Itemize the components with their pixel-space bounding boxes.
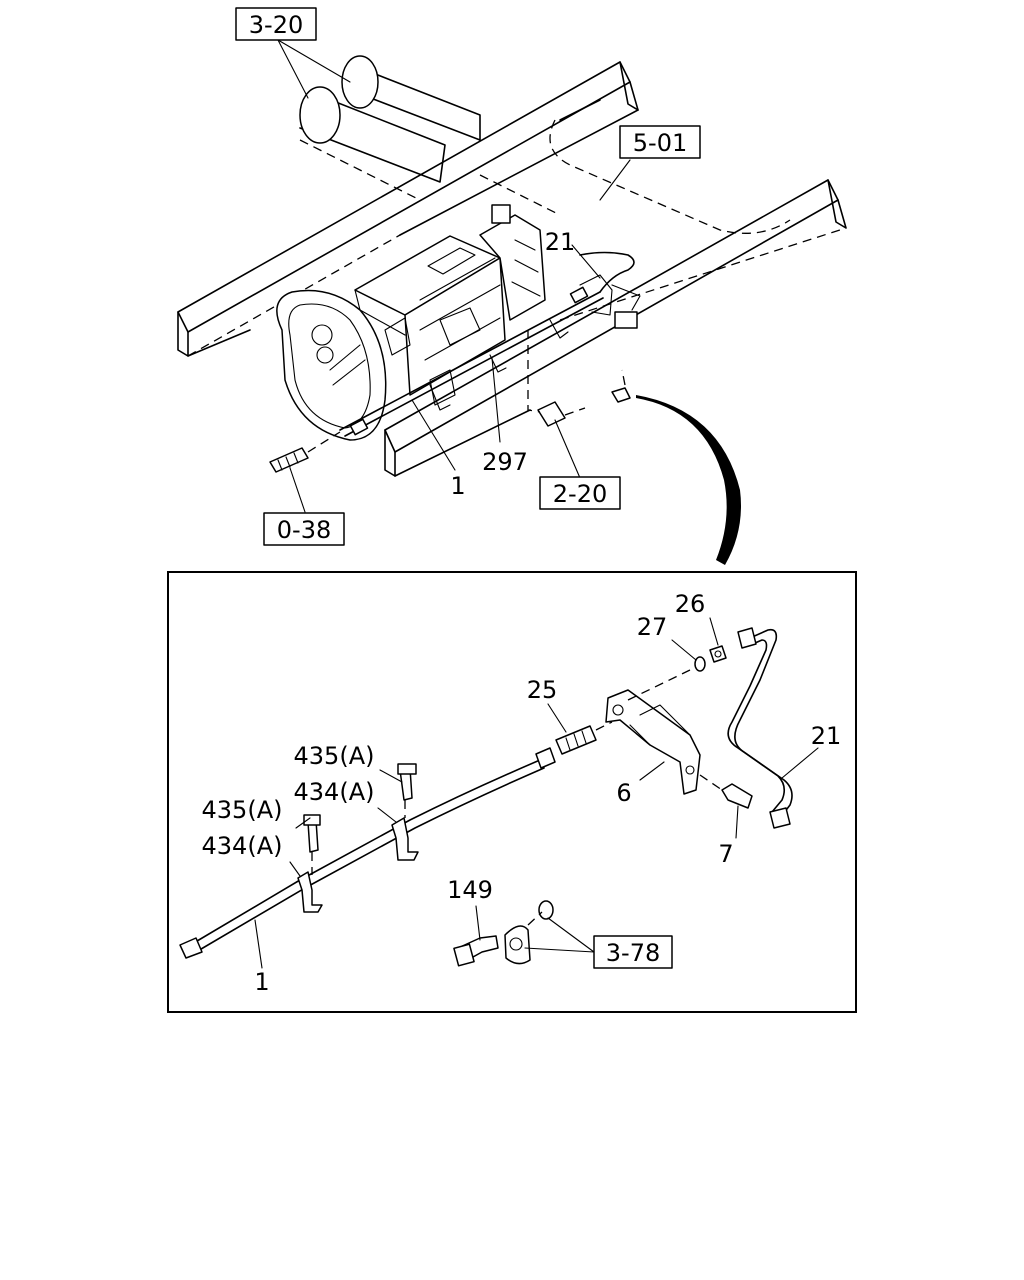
callout-1: 1	[254, 968, 269, 996]
ref-box-3-78: 3-78	[593, 935, 673, 969]
detail-frame	[167, 571, 857, 1013]
clutch-hose-1	[179, 747, 556, 959]
bracket-3-78	[504, 900, 554, 965]
clip-upper	[391, 763, 419, 861]
bolt-149	[453, 935, 499, 967]
nut-26	[709, 645, 727, 663]
bracket-6	[605, 669, 701, 795]
callout-6: 6	[616, 779, 631, 807]
callout-434a-lower: 434(A)	[202, 832, 283, 860]
callout-435a-lower: 435(A)	[202, 796, 283, 824]
clutch-hose-top	[339, 274, 613, 437]
callout-435a-upper: 435(A)	[294, 742, 375, 770]
detail-view: 3-78 26 27 25 21 6 7 435(A) 434(A) 435(A…	[167, 571, 857, 1013]
callout-top-297: 297	[482, 448, 528, 476]
pipe-21	[727, 627, 793, 829]
callout-434a-upper: 434(A)	[294, 778, 375, 806]
ref-box-2-20: 2-20	[539, 476, 621, 510]
ref-box-3-20: 3-20	[235, 7, 317, 41]
ref-0-38-label: 0-38	[277, 516, 331, 544]
transmission	[276, 204, 546, 441]
loose-parts-top	[269, 330, 631, 473]
callout-top-21: 21	[545, 228, 576, 256]
ref-5-01-label: 5-01	[633, 129, 687, 157]
leaders-top	[277, 39, 631, 513]
fitting-25	[555, 721, 613, 755]
callout-27: 27	[637, 613, 668, 641]
callout-26: 26	[675, 590, 706, 618]
callout-21: 21	[811, 722, 842, 750]
callout-top-1: 1	[450, 472, 465, 500]
ref-box-5-01: 5-01	[619, 125, 701, 159]
ref-3-78-label: 3-78	[606, 939, 660, 967]
clip-lower	[297, 814, 323, 913]
fuel-tanks	[299, 55, 481, 201]
ref-3-20-label: 3-20	[249, 11, 303, 39]
leaders-detail	[254, 617, 819, 969]
ref-box-0-38: 0-38	[263, 512, 345, 546]
washer-27	[694, 656, 706, 672]
callout-149: 149	[447, 876, 493, 904]
callout-7: 7	[718, 840, 733, 868]
frame-pipe-21	[579, 251, 641, 329]
callout-25: 25	[527, 676, 558, 704]
chassis-overview: 3-20 5-01 0-38 2-20 21 1 297	[177, 7, 847, 565]
bolt-7	[699, 774, 753, 809]
ref-2-20-label: 2-20	[553, 480, 607, 508]
detail-arrow	[636, 395, 741, 565]
